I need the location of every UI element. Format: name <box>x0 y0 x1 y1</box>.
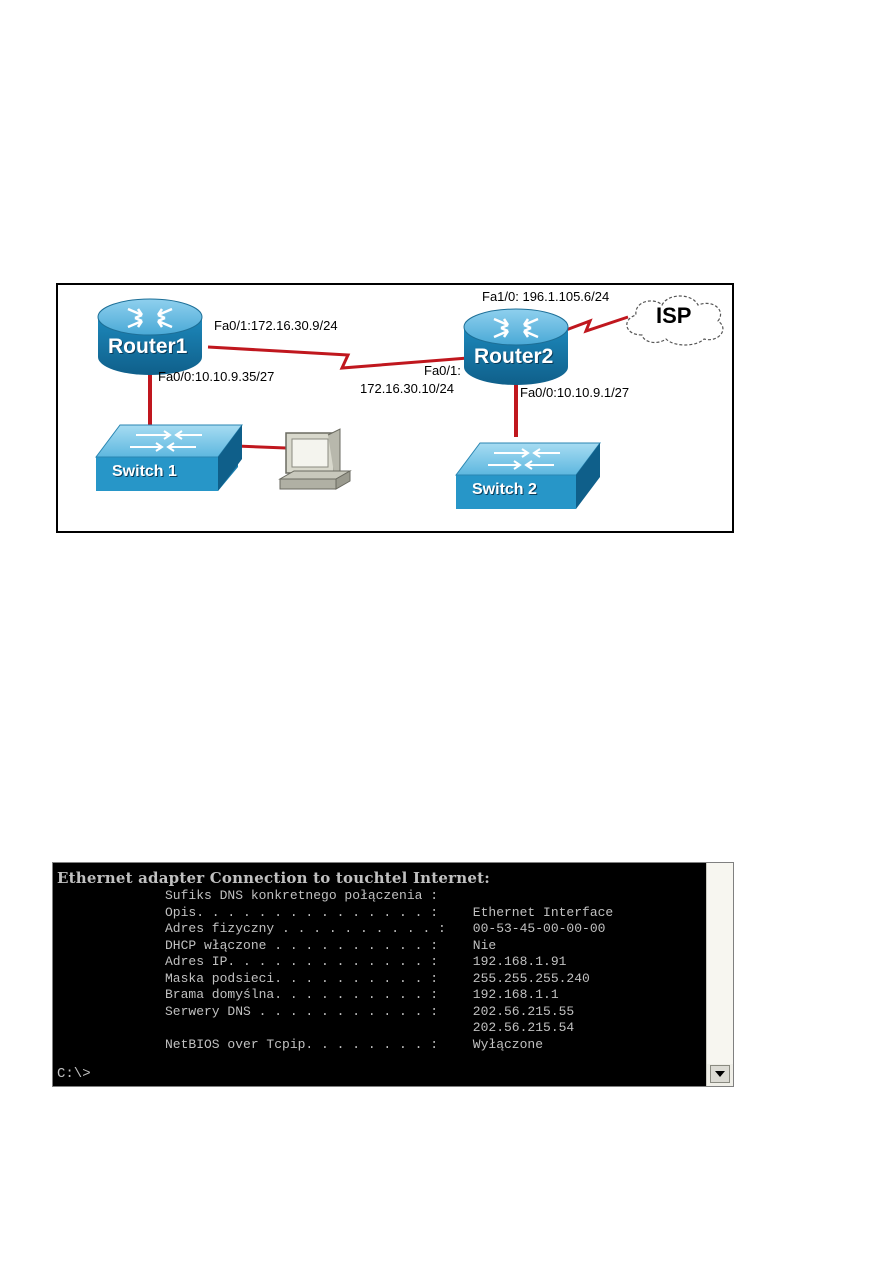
ipconfig-rows: Sufiks DNS konkretnego połączenia :Opis.… <box>57 888 703 1053</box>
router2-icon <box>463 308 569 385</box>
wan-link-router1-router2 <box>207 345 469 370</box>
ipconfig-value: 192.168.1.1 <box>465 987 559 1002</box>
ipconfig-key: Brama domyślna. . . . . . . . . . : <box>165 987 439 1002</box>
router2-fa01-label-line2: 172.16.30.10/24 <box>360 381 454 396</box>
link-router2-isp <box>557 315 629 335</box>
ipconfig-value: Ethernet Interface <box>465 904 614 920</box>
links <box>148 315 629 450</box>
ipconfig-row: Brama domyślna. . . . . . . . . . : 192.… <box>57 987 703 1004</box>
ipconfig-key: NetBIOS over Tcpip. . . . . . . . : <box>165 1036 439 1052</box>
pc-icon <box>278 428 352 490</box>
ipconfig-row: Serwery DNS . . . . . . . . . . . : 202.… <box>57 1004 703 1021</box>
router2-fa10-label: Fa1/0: 196.1.105.6/24 <box>482 289 610 304</box>
scroll-down-button[interactable] <box>710 1065 730 1083</box>
ipconfig-row: Adres fizyczny . . . . . . . . . . : 00-… <box>57 921 703 938</box>
ipconfig-key: Serwery DNS . . . . . . . . . . . : <box>165 1003 439 1019</box>
ipconfig-key: DHCP włączone . . . . . . . . . . : <box>165 937 439 953</box>
adapter-title: Ethernet adapter Connection to touchtel … <box>57 869 490 887</box>
switch2-icon <box>455 442 601 509</box>
router1-label: Router1 <box>108 335 188 358</box>
ipconfig-value: Wyłączone <box>465 1036 544 1052</box>
ipconfig-value: Nie <box>465 937 497 953</box>
ipconfig-row: Sufiks DNS konkretnego połączenia : <box>57 888 703 905</box>
ipconfig-console-window: Ethernet adapter Connection to touchtel … <box>52 862 734 1087</box>
ipconfig-key: Sufiks DNS konkretnego połączenia : <box>165 888 439 903</box>
ipconfig-row: Opis. . . . . . . . . . . . . . . : Ethe… <box>57 905 703 922</box>
ipconfig-row: 202.56.215.54 <box>57 1020 703 1037</box>
router1-icon <box>97 298 203 375</box>
link-switch1-pc <box>235 444 287 450</box>
router1-fa01-label: Fa0/1:172.16.30.9/24 <box>214 318 338 333</box>
ipconfig-key: Adres IP. . . . . . . . . . . . . : <box>165 954 439 969</box>
switch2-label: Switch 2 <box>472 481 537 498</box>
chevron-down-icon <box>715 1071 725 1077</box>
console-scrollbar[interactable] <box>706 863 733 1086</box>
router2-fa01-label-line1: Fa0/1: <box>424 363 461 378</box>
isp-label: ISP <box>656 303 692 328</box>
ipconfig-value: 202.56.215.54 <box>465 1020 575 1035</box>
diagram-canvas <box>95 295 724 509</box>
console-output: Ethernet adapter Connection to touchtel … <box>57 869 703 1053</box>
command-prompt[interactable]: C:\> <box>57 1066 91 1082</box>
ipconfig-value: 192.168.1.91 <box>465 954 567 969</box>
router2-label: Router2 <box>474 345 554 368</box>
ipconfig-row: Adres IP. . . . . . . . . . . . . : 192.… <box>57 954 703 971</box>
ipconfig-value: 00-53-45-00-00-00 <box>465 921 606 936</box>
switch1-icon <box>95 424 243 491</box>
router2-fa00-label: Fa0/0:10.10.9.1/27 <box>520 385 630 400</box>
ipconfig-row: DHCP włączone . . . . . . . . . . : Nie <box>57 938 703 955</box>
ipconfig-key: Adres fizyczny . . . . . . . . . . : <box>165 921 446 936</box>
switch1-label: Switch 1 <box>112 463 177 480</box>
ipconfig-key: Opis. . . . . . . . . . . . . . . : <box>165 904 439 920</box>
ipconfig-row: NetBIOS over Tcpip. . . . . . . . : Wyłą… <box>57 1037 703 1054</box>
isp-cloud-icon <box>626 295 724 346</box>
scrollbar-track[interactable] <box>707 863 733 1064</box>
ipconfig-value: 202.56.215.55 <box>465 1003 575 1019</box>
router1-fa00-label: Fa0/0:10.10.9.35/27 <box>158 369 275 384</box>
network-diagram: Router1 Router2 Switch 1 Switch 2 ISP Fa… <box>56 283 734 533</box>
ipconfig-key: Maska podsieci. . . . . . . . . . : <box>165 970 439 986</box>
ipconfig-value: 255.255.255.240 <box>465 970 590 986</box>
ipconfig-row: Maska podsieci. . . . . . . . . . : 255.… <box>57 971 703 988</box>
